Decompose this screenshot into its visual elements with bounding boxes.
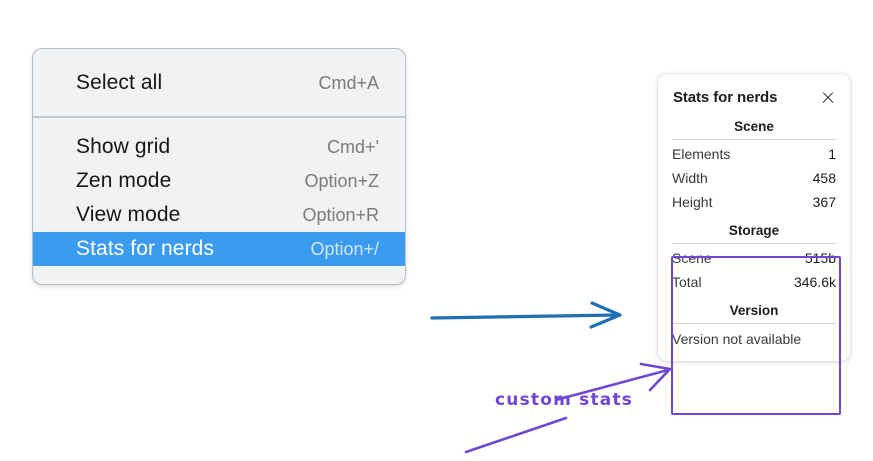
menu-item-show-grid[interactable]: Show grid Cmd+' (33, 130, 405, 164)
menu-item-label: Show grid (76, 135, 171, 158)
menu-item-shortcut: Option+R (302, 204, 379, 225)
stat-row-width: Width 458 (672, 166, 836, 190)
menu-item-stats-for-nerds[interactable]: Stats for nerds Option+/ (33, 232, 405, 266)
menu-item-label: Select all (76, 71, 163, 94)
version-note: Version not available (672, 331, 802, 347)
menu-item-shortcut: Option+/ (310, 238, 379, 259)
stats-panel-title: Stats for nerds (673, 89, 778, 106)
menu-group-selection: Select all Cmd+A (33, 49, 405, 116)
divider (672, 243, 836, 244)
menu-item-view-mode[interactable]: View mode Option+R (33, 198, 405, 232)
stat-value: 458 (812, 170, 836, 186)
menu-item-shortcut: Cmd+' (327, 136, 379, 157)
custom-stats-annotation-label: custom stats (495, 390, 634, 410)
stat-label: Height (672, 194, 713, 210)
stat-row-storage-scene: Scene 515b (672, 246, 836, 270)
close-icon[interactable] (820, 90, 836, 106)
stat-row-storage-total: Total 346.6k (672, 270, 836, 294)
menu-item-label: Zen mode (76, 169, 172, 192)
stat-label: Scene (672, 250, 712, 266)
arrow-right-icon (430, 301, 622, 329)
menu-bottom-padding (33, 266, 405, 284)
stat-row-elements: Elements 1 (672, 142, 836, 166)
stat-row-height: Height 367 (672, 190, 836, 214)
section-heading-scene: Scene (734, 119, 774, 134)
section-heading-version: Version (729, 303, 779, 318)
underline-stroke (464, 416, 568, 454)
stats-panel-header: Stats for nerds (658, 74, 850, 110)
menu-item-zen-mode[interactable]: Zen mode Option+Z (33, 164, 405, 198)
menu-item-label: Stats for nerds (76, 237, 215, 260)
canvas-context-menu[interactable]: Select all Cmd+A Show grid Cmd+' Zen mod… (32, 48, 406, 285)
stat-value: 346.6k (793, 274, 836, 290)
stat-label: Elements (672, 146, 731, 162)
menu-item-select-all[interactable]: Select all Cmd+A (33, 66, 405, 100)
stat-value: 1 (828, 146, 836, 162)
section-heading-storage: Storage (728, 223, 780, 238)
menu-group-view: Show grid Cmd+' Zen mode Option+Z View m… (33, 116, 405, 284)
stat-label: Width (672, 170, 708, 186)
stats-panel-body: Scene Elements 1 Width 458 Height 367 St… (658, 110, 850, 349)
stat-value: 367 (812, 194, 836, 210)
menu-item-shortcut: Option+Z (304, 170, 379, 191)
stat-value: 515b (804, 250, 836, 266)
divider (672, 139, 836, 140)
stats-for-nerds-panel[interactable]: Stats for nerds Scene Elements 1 Width 4… (658, 74, 850, 361)
menu-item-label: View mode (76, 203, 181, 226)
divider (672, 323, 836, 324)
menu-item-shortcut: Cmd+A (318, 72, 379, 93)
stat-label: Total (672, 274, 702, 290)
